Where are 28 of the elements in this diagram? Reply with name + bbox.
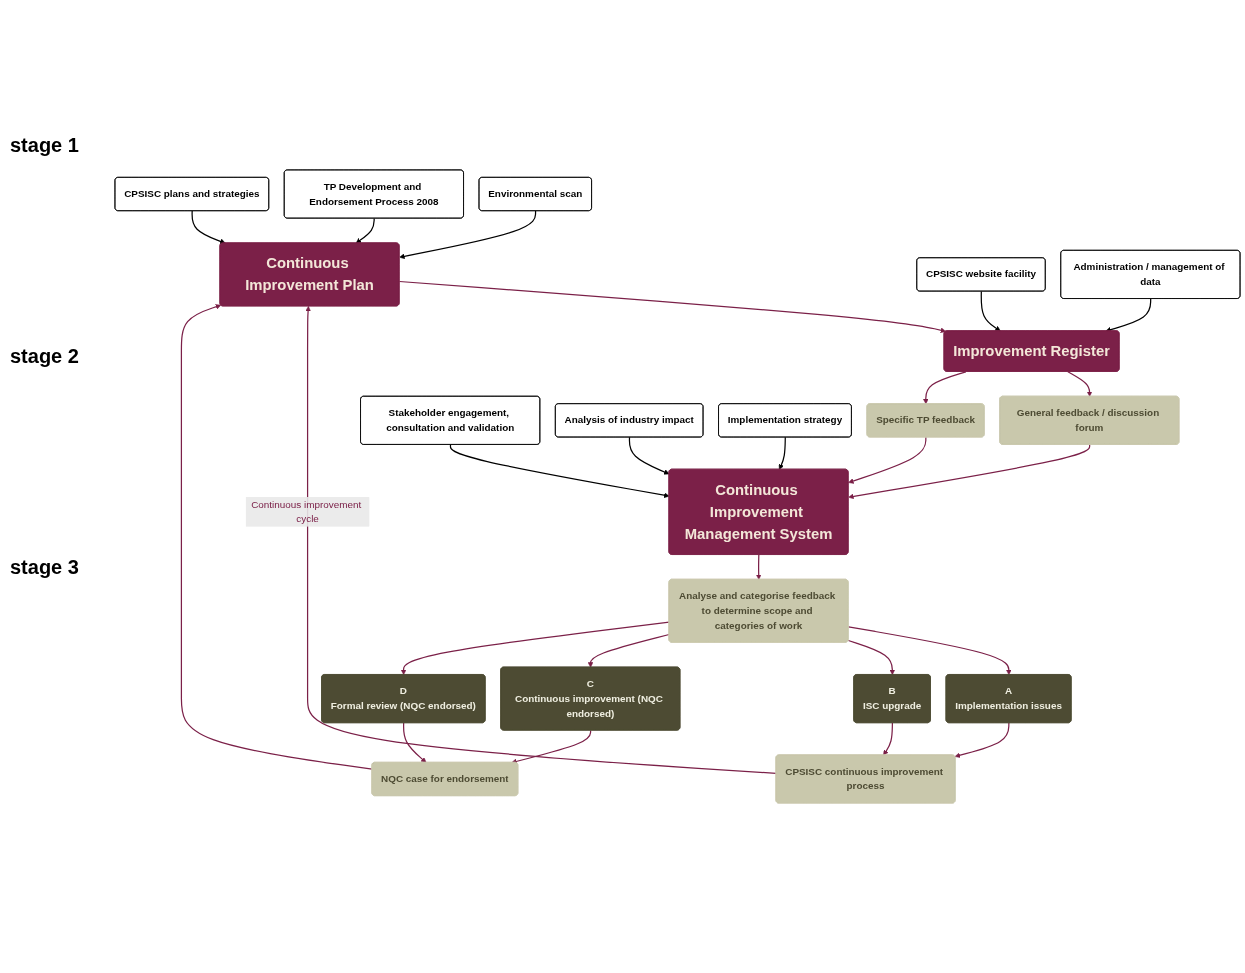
stage-label: stage 2 bbox=[10, 345, 80, 368]
arrow bbox=[511, 729, 592, 764]
arrow bbox=[449, 444, 670, 498]
arrow bbox=[402, 722, 427, 763]
arrow bbox=[847, 626, 1012, 676]
arrow bbox=[980, 290, 1001, 332]
arrow bbox=[848, 444, 1091, 500]
edge-label: Continuous improvement cycle bbox=[251, 498, 362, 525]
arrow bbox=[355, 217, 375, 244]
arrow bbox=[398, 280, 946, 333]
arrow bbox=[756, 554, 762, 580]
arrow bbox=[883, 722, 893, 756]
arrow bbox=[587, 633, 670, 668]
arrow bbox=[400, 621, 670, 676]
arrow bbox=[1067, 371, 1093, 397]
stage-label: stage 3 bbox=[10, 556, 80, 579]
arrow bbox=[399, 210, 537, 259]
arrow bbox=[847, 639, 896, 676]
arrow bbox=[180, 304, 373, 770]
arrow bbox=[191, 210, 226, 244]
arrow bbox=[1105, 298, 1152, 333]
arrow bbox=[628, 436, 670, 475]
arrow bbox=[954, 722, 1010, 758]
arrow bbox=[778, 436, 786, 470]
stage-label: stage 1 bbox=[10, 134, 80, 157]
arrow bbox=[305, 306, 777, 775]
arrow bbox=[923, 371, 967, 405]
arrow bbox=[848, 436, 927, 484]
